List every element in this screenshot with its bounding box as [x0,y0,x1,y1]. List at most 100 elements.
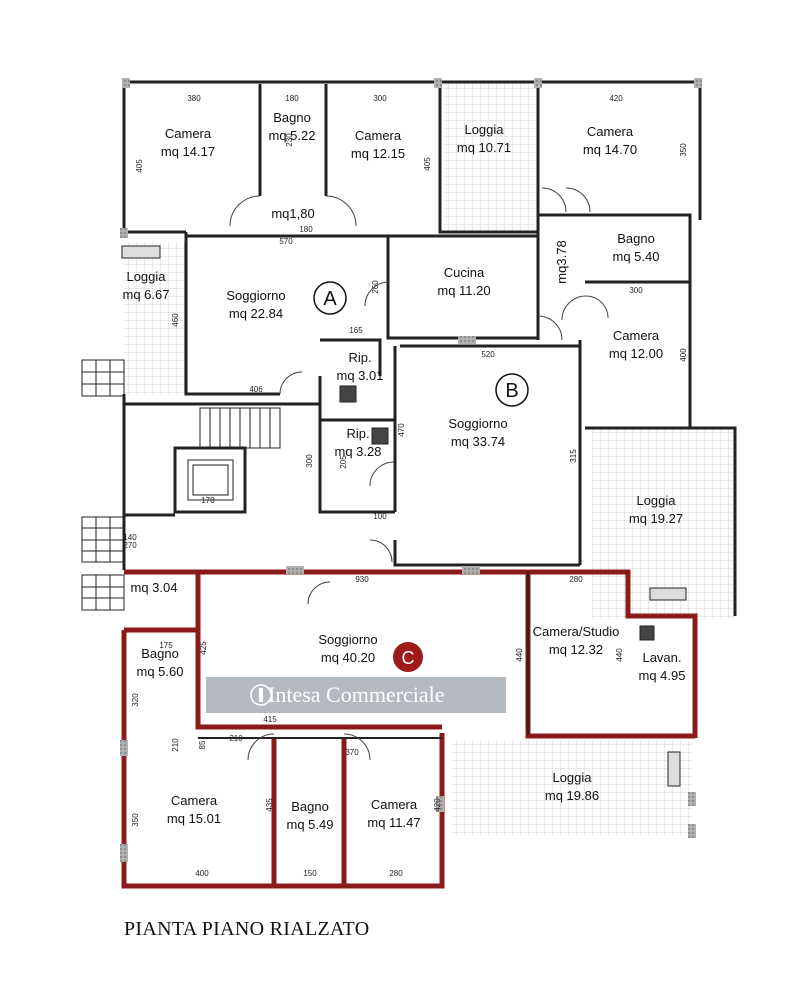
room-name: Loggia [552,770,592,785]
dimension-label: 400 [679,348,688,362]
loggia-floors [124,82,735,836]
walls-units-ab [122,80,737,616]
room-name: Camera [587,124,634,139]
dimension-label: 930 [355,575,369,584]
walls-unit-c [121,569,698,889]
dimension-label: 370 [345,748,359,757]
unit-b-letter: B [505,380,518,402]
room-area: mq 19.86 [545,788,599,803]
dimension-label: 425 [199,641,208,655]
dimension-label: 470 [397,423,406,437]
room-area: mq 12.32 [549,642,603,657]
room-name: Bagno [291,799,329,814]
dimension-label: 350 [679,143,688,157]
room-name: Rip. [346,426,369,441]
dimension-label: 280 [389,869,403,878]
unit-marker-b: B [495,373,529,407]
room-area: mq 5.22 [269,128,316,143]
room-label-cucina: Cucina mq 11.20 [437,265,490,298]
room-name: Soggiorno [318,632,377,647]
dimension-label: 270 [123,541,137,550]
dimension-label: 300 [305,454,314,468]
watermark-banner: Intesa Commerciale [206,677,506,713]
room-name: Bagno [617,231,655,246]
unit-c-letter: C [402,648,415,668]
room-name: Loggia [126,269,166,284]
intesa-logo-icon [250,684,272,706]
dimension-label: 460 [171,313,180,327]
dimension-label: 180 [299,225,313,234]
room-area: mq 19.27 [629,511,683,526]
room-label-bagno-2: Bagno mq 5.40 [613,231,660,264]
room-area: mq 15.01 [167,811,221,826]
dimension-label: 440 [615,648,624,662]
dimension-label: 320 [131,693,140,707]
staircase [81,359,281,611]
room-area: mq 4.95 [639,668,686,683]
room-label-loggia-4: Loggia mq 19.86 [545,770,599,803]
room-area: mq 5.40 [613,249,660,264]
dimension-label: 400 [195,869,209,878]
room-name: Soggiorno [226,288,285,303]
room-area: mq 14.17 [161,144,215,159]
room-label-lavan: Lavan. mq 4.95 [639,650,686,683]
room-area: mq 22.84 [229,306,283,321]
room-name: Rip. [348,350,371,365]
dimension-label: 280 [569,575,583,584]
dimension-label: 380 [187,94,201,103]
watermark-text: Intesa Commerciale [268,682,445,707]
dimension-label: 180 [285,94,299,103]
dimension-label: 405 [423,157,432,171]
room-area: mq 3.28 [335,444,382,459]
dimension-label: 440 [515,648,524,662]
room-name: Loggia [464,122,504,137]
room-label-soggiorno-a: Soggiorno mq 22.84 [226,288,285,321]
dimension-label: 85 [198,740,207,749]
room-area: mq 11.47 [367,815,420,830]
appliances [121,245,687,787]
dimension-label: 520 [481,350,495,359]
dimension-label: 420 [433,798,442,812]
dimension-label: 405 [135,159,144,173]
room-label-camera-studio: Camera/Studio mq 12.32 [533,624,620,657]
room-area: mq 12.15 [351,146,405,161]
room-area: mq 40.20 [321,650,375,665]
room-area: mq 5.60 [137,664,184,679]
dimension-label: 415 [263,715,277,724]
room-area: mq 14.70 [583,142,637,157]
unit-a-letter: A [323,288,337,310]
room-name: Lavan. [642,650,681,665]
room-name: Camera/Studio [533,624,620,639]
dimension-label: 300 [629,286,643,295]
dimension-label: 165 [349,326,363,335]
room-area: mq 11.20 [437,283,490,298]
room-name: Bagno [273,110,311,125]
room-name: Cucina [444,265,485,280]
room-name: Camera [371,797,418,812]
dimension-label: 140 [123,533,137,542]
room-name: Loggia [636,493,676,508]
walls-unit-c-inner [198,572,529,739]
room-label-camera-3: Camera mq 14.70 [583,124,637,157]
dimension-label: 210 [229,734,243,743]
corridor-area-label: mq 3.04 [131,580,178,595]
dimension-label: 230 [285,133,294,147]
room-name: Soggiorno [448,416,507,431]
pillars [120,78,702,862]
dimension-label: 175 [159,641,173,650]
dimension-label: 420 [609,94,623,103]
dimension-label: 205 [339,455,348,469]
dimension-label: 150 [303,869,317,878]
room-label-loggia-3: Loggia mq 19.27 [629,493,683,526]
